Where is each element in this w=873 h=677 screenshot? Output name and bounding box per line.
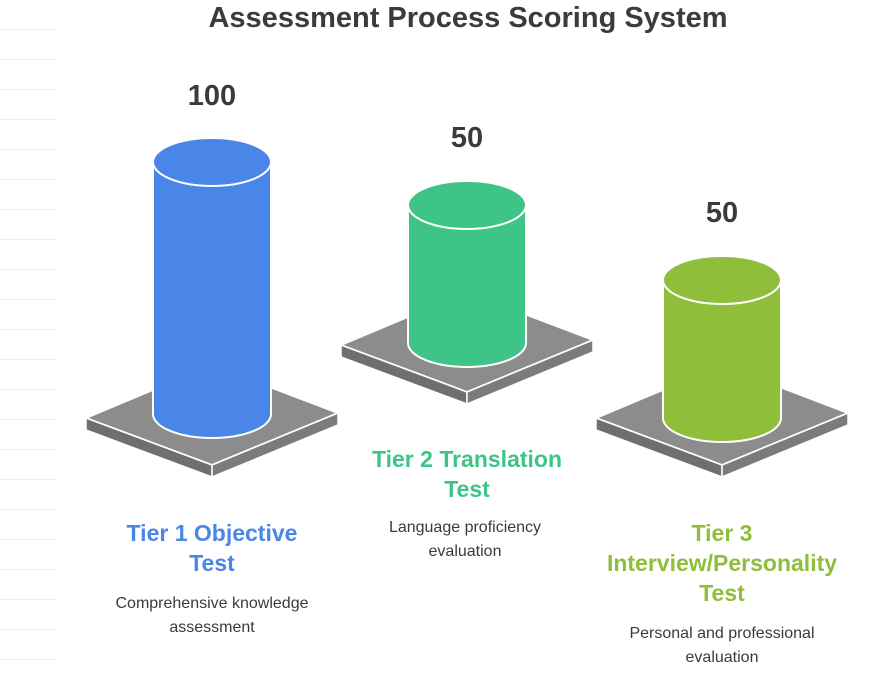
tier-3-pillar-group — [593, 255, 851, 479]
tier-2-title: Tier 2 Translation Test — [371, 446, 563, 502]
page-title: Assessment Process Scoring System — [208, 2, 728, 34]
tier-1-pillar-group — [83, 137, 341, 479]
tier-1-title: Tier 1 Objective Test — [126, 520, 298, 576]
tier-2-description: Language proficiency evaluation — [388, 519, 542, 560]
tier-3-pillar-top — [662, 255, 782, 305]
tier-2-pillar-body — [407, 204, 527, 368]
tier-2-pillar-top — [407, 180, 527, 230]
tier-3-platform-right-side — [721, 411, 849, 479]
tier-1-score: 100 — [187, 80, 237, 112]
tier-2-score: 50 — [450, 122, 484, 154]
left-ruled-lines — [0, 0, 55, 677]
tier-3-pillar-body — [662, 279, 782, 443]
tier-1-pillar-top — [152, 137, 272, 187]
tier-1-platform-right-side — [211, 411, 339, 479]
tier-3-description: Personal and professional evaluation — [629, 625, 815, 666]
tier-1-description: Comprehensive knowledge assessment — [115, 595, 309, 636]
tier-2-platform-right-side — [466, 338, 594, 406]
tier-3-title: Tier 3 Interview/Personality Test — [606, 520, 838, 606]
tier-1-pillar-body — [152, 161, 272, 439]
tier-3-score: 50 — [705, 197, 739, 229]
tier-2-pillar-group — [338, 180, 596, 406]
